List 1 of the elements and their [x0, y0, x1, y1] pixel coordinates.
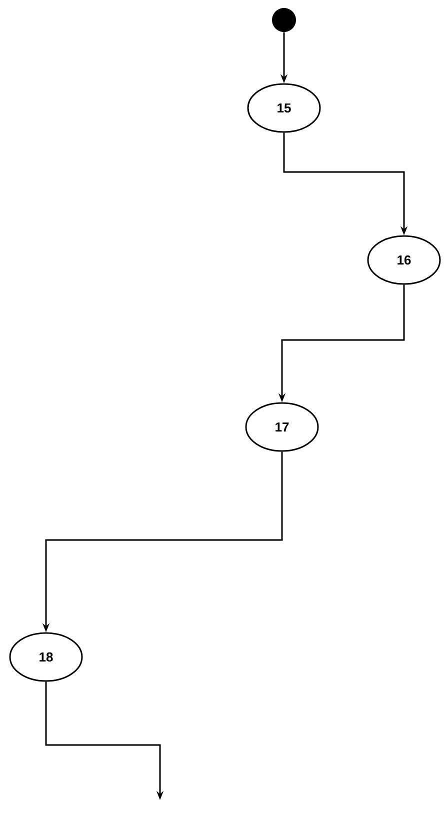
start-dot — [272, 8, 296, 32]
